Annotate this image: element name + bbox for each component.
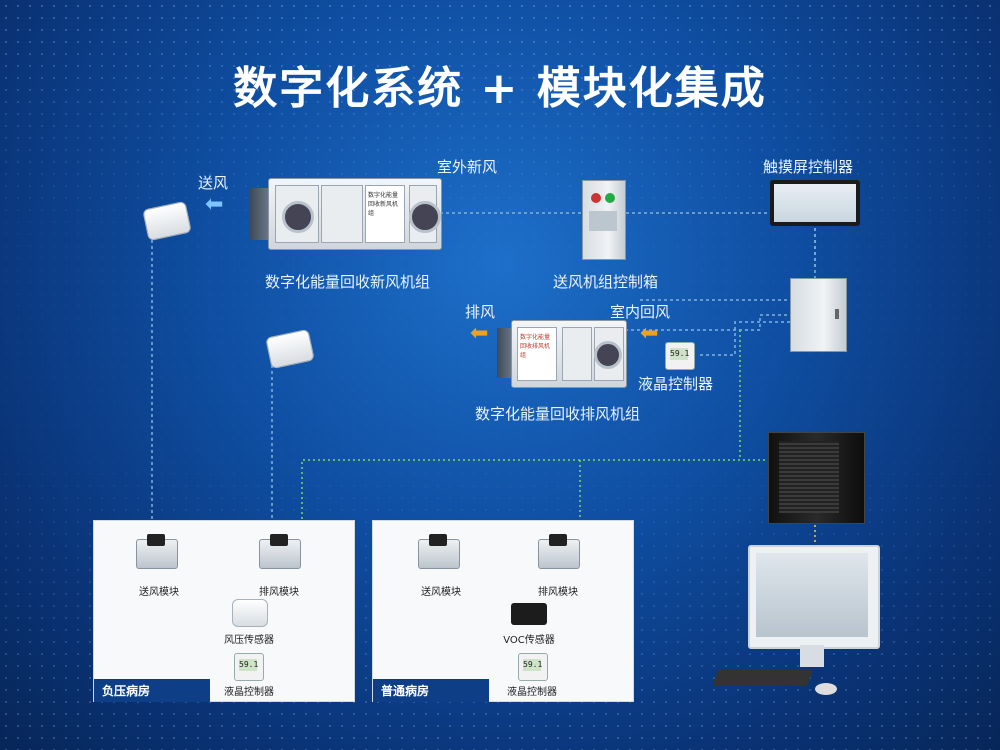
supply-module	[418, 534, 460, 569]
lcd-controller[interactable]: 59.1	[518, 653, 548, 681]
link-lcd-to-cabinet	[700, 321, 790, 356]
label-sensor: VOC传感器	[503, 635, 555, 646]
return-air-arrow-icon: ⬅	[640, 321, 659, 346]
server-rack	[768, 432, 865, 524]
keyboard[interactable]	[712, 670, 813, 686]
label-outdoor-fresh-air: 室外新风	[437, 158, 498, 176]
label-supply-air: 送风	[198, 174, 229, 192]
room-general: 送风模块 排风模块 VOC传感器 59.1 液晶控制器 普通病房	[372, 520, 634, 702]
label-supply-control-box: 送风机组控制箱	[553, 273, 659, 291]
room-tag: 普通病房	[373, 679, 489, 702]
exhaust-pressure-sensor	[265, 328, 315, 370]
fresh-air-unit: 数字化能量回收新风机组	[250, 178, 442, 250]
exhaust-unit: 数字化能量回收排风机组	[497, 320, 627, 390]
label-exhaust-air: 排风	[465, 303, 496, 321]
exhaust-unit-panel-text: 数字化能量回收排风机组	[517, 327, 557, 381]
label-fresh-air-unit: 数字化能量回收新风机组	[265, 273, 431, 291]
monitor-stand	[800, 645, 824, 667]
label-exhaust-module: 排风模块	[259, 587, 299, 598]
page-title: 数字化系统 + 模块化集成	[233, 63, 767, 114]
label-sensor: 风压传感器	[224, 635, 274, 646]
exhaust-air-arrow-icon: ⬅	[470, 321, 489, 346]
supply-pressure-sensor	[142, 200, 192, 242]
label-exhaust-unit: 数字化能量回收排风机组	[475, 405, 641, 423]
fresh-unit-panel-text: 数字化能量回收新风机组	[365, 185, 405, 243]
label-supply-module: 送风模块	[139, 587, 179, 598]
supply-air-arrow-icon: ⬅	[205, 192, 224, 217]
electrical-cabinet	[790, 278, 847, 352]
label-lcd-controller: 液晶控制器	[224, 687, 274, 698]
room-negative-pressure: 送风模块 排风模块 风压传感器 59.1 液晶控制器 负压病房	[93, 520, 355, 702]
label-exhaust-module: 排风模块	[538, 587, 578, 598]
wind-pressure-sensor	[232, 599, 268, 627]
lcd-controller[interactable]: 59.1	[234, 653, 264, 681]
monitor-workstation[interactable]	[748, 545, 880, 649]
label-lcd-controller: 液晶控制器	[507, 687, 557, 698]
exhaust-module	[259, 534, 301, 569]
lcd-controller-top[interactable]: 59.1	[665, 342, 695, 370]
touch-screen-controller[interactable]	[770, 180, 860, 226]
label-lcd-controller: 液晶控制器	[638, 375, 714, 393]
voc-sensor	[511, 603, 547, 625]
room-tag: 负压病房	[94, 679, 210, 702]
mouse[interactable]	[815, 683, 837, 695]
link-exhaust-to-cabinet	[625, 314, 790, 331]
supply-module	[136, 534, 178, 569]
exhaust-module	[538, 534, 580, 569]
supply-control-box	[582, 180, 626, 260]
label-supply-module: 送风模块	[421, 587, 461, 598]
label-indoor-return-air: 室内回风	[610, 303, 671, 321]
link-fresh-to-box	[440, 212, 816, 270]
label-touch-controller: 触摸屏控制器	[763, 158, 854, 176]
